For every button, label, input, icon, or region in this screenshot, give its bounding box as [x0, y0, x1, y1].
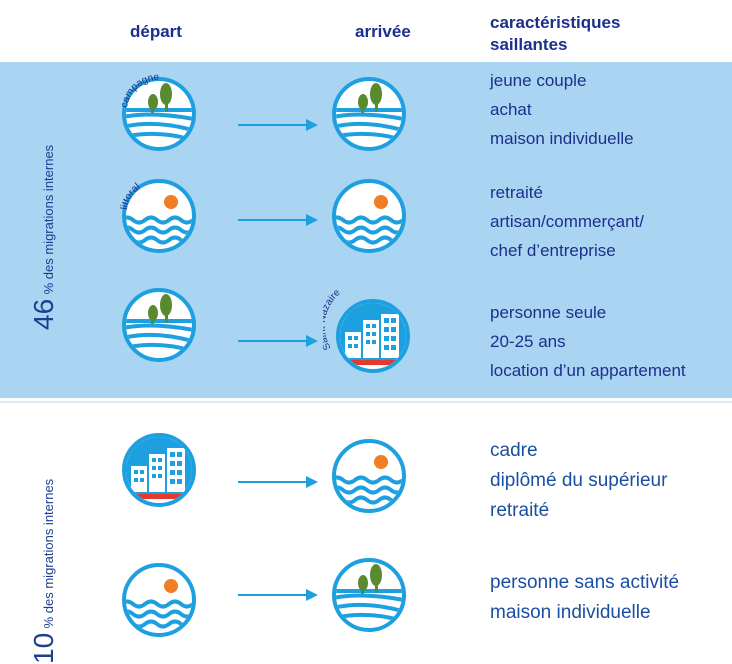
row4-from-city-icon [119, 430, 199, 510]
row4-desc-line3: retraité [490, 500, 550, 521]
row3-from-campagne-icon [119, 285, 199, 365]
row5-desc-line2: maison individuelle [490, 602, 651, 623]
row2-desc-line2: artisan/commerçant/ [490, 212, 644, 231]
row5-to-campagne-icon [329, 555, 409, 635]
row4-arrow [238, 476, 318, 488]
row1-description: jeune couple achat maison individuelle [490, 66, 634, 153]
row2-arrow [238, 214, 318, 226]
row2-description: retraité artisan/commerçant/ chef d’entr… [490, 178, 644, 265]
row1-desc-line1: jeune couple [490, 71, 587, 90]
row1-desc-line3: maison individuelle [490, 129, 634, 148]
row1-from-campagne-icon: campagne [113, 72, 205, 160]
row5-description: personne sans activité maison individuel… [490, 568, 679, 628]
row2-to-littoral-icon [329, 176, 409, 256]
row3-desc-line3: location d’un appartement [490, 361, 686, 380]
row5-desc-line1: personne sans activité [490, 572, 680, 593]
header-caracteristiques-line2: saillantes [490, 35, 568, 54]
row3-description: personne seule 20-25 ans location d’un a… [490, 298, 686, 385]
separator [0, 401, 732, 403]
group1-percent: 46 [28, 298, 59, 330]
group1-percent-label: % des migrations internes [41, 144, 56, 295]
group2-percent-label: % des migrations internes [41, 478, 56, 629]
row2-desc-line3: chef d’entreprise [490, 241, 616, 260]
row4-to-littoral-icon [329, 436, 409, 516]
group2-percent: 10 [28, 632, 59, 664]
row3-desc-line2: 20-25 ans [490, 332, 566, 351]
row4-description: cadre diplômé du supérieur retraité [490, 436, 667, 526]
header-caracteristiques: caractéristiques saillantes [490, 12, 620, 56]
header-caracteristiques-line1: caractéristiques [490, 13, 621, 32]
row1-desc-line2: achat [490, 100, 532, 119]
row5-arrow [238, 589, 318, 601]
group2-side-label: 10 % des migrations internes [28, 479, 60, 664]
row1-arrow [238, 119, 318, 131]
row2-from-littoral-icon: littoral [113, 170, 205, 262]
row1-to-campagne-icon [329, 74, 409, 154]
row2-desc-line1: retraité [490, 183, 543, 202]
row4-desc-line2: diplômé du supérieur [490, 470, 668, 491]
group1-side-label: 46 % des migrations internes [28, 145, 60, 330]
row3-desc-line1: personne seule [490, 303, 607, 322]
header-arrivee: arrivée [355, 22, 411, 41]
row3-to-city-icon: Saint-Nazaire [323, 288, 435, 380]
row4-desc-line1: cadre [490, 440, 538, 461]
row3-arrow [238, 335, 318, 347]
header-depart: départ [130, 22, 182, 41]
row5-from-littoral-icon [119, 560, 199, 640]
